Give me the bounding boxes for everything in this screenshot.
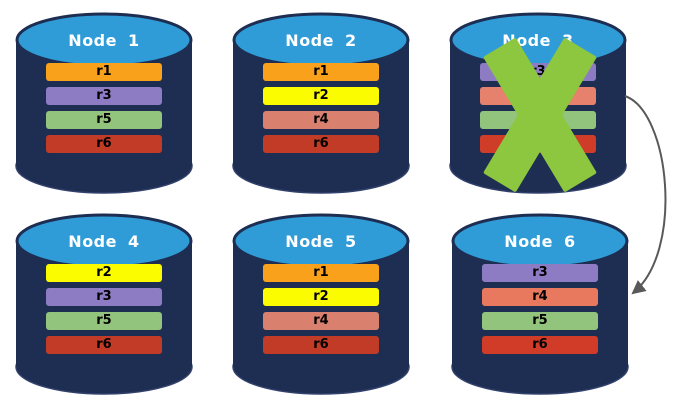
replica-bar: r6 bbox=[46, 135, 162, 153]
replica-label: r3 bbox=[532, 265, 548, 280]
replica-bar: r6 bbox=[482, 336, 598, 354]
replica-bar: r5 bbox=[46, 111, 162, 129]
replica-bar: r1 bbox=[263, 264, 379, 282]
replica-bar: r2 bbox=[263, 288, 379, 306]
node-title: Node 5 bbox=[285, 232, 357, 251]
replica-bar: r2 bbox=[46, 264, 162, 282]
replica-bar: r4 bbox=[263, 111, 379, 129]
replica-bar: r2 bbox=[263, 87, 379, 105]
replica-label: r5 bbox=[96, 112, 112, 127]
node-6: Node 6 r3 r4 r5 r6 bbox=[450, 207, 630, 397]
replica-label: r6 bbox=[96, 337, 112, 352]
replica-label: r5 bbox=[532, 313, 548, 328]
node-3: Node 3 r3 bbox=[448, 6, 628, 196]
node-title: Node 6 bbox=[504, 232, 576, 251]
replica-label: r3 bbox=[96, 88, 112, 103]
replica-label: r3 bbox=[96, 289, 112, 304]
replica-bar: r6 bbox=[263, 336, 379, 354]
replica-bar: r5 bbox=[46, 312, 162, 330]
replica-label: r2 bbox=[313, 289, 329, 304]
replica-label: r2 bbox=[96, 265, 112, 280]
replica-label: r4 bbox=[313, 313, 329, 328]
node-title: Node 2 bbox=[285, 31, 357, 50]
node-1: Node 1 r1 r3 r5 r6 bbox=[14, 6, 194, 196]
replica-label: r6 bbox=[313, 337, 329, 352]
replica-bar: r3 bbox=[46, 288, 162, 306]
node-4: Node 4 r2 r3 r5 r6 bbox=[14, 207, 194, 397]
replica-bar: r5 bbox=[482, 312, 598, 330]
replica-bar: r6 bbox=[263, 135, 379, 153]
node-2: Node 2 r1 r2 r4 r6 bbox=[231, 6, 411, 196]
replica-label: r1 bbox=[313, 265, 329, 280]
node-title: Node 1 bbox=[68, 31, 140, 50]
replica-label: r6 bbox=[313, 136, 329, 151]
replica-bar: r6 bbox=[46, 336, 162, 354]
node-title: Node 3 bbox=[502, 31, 574, 50]
node-5: Node 5 r1 r2 r4 r6 bbox=[231, 207, 411, 397]
replica-bar: r4 bbox=[482, 288, 598, 306]
replica-label: r5 bbox=[96, 313, 112, 328]
replica-bar: r1 bbox=[263, 63, 379, 81]
replica-bar: r4 bbox=[263, 312, 379, 330]
replica-label: r1 bbox=[313, 64, 329, 79]
replica-bar: r1 bbox=[46, 63, 162, 81]
replica-bar: r3 bbox=[482, 264, 598, 282]
replica-label: r2 bbox=[313, 88, 329, 103]
node-title: Node 4 bbox=[68, 232, 140, 251]
replica-bar: r3 bbox=[46, 87, 162, 105]
replica-label: r6 bbox=[96, 136, 112, 151]
replica-label: r4 bbox=[313, 112, 329, 127]
replica-label: r4 bbox=[532, 289, 548, 304]
replica-label: r6 bbox=[532, 337, 548, 352]
replica-label: r1 bbox=[96, 64, 112, 79]
